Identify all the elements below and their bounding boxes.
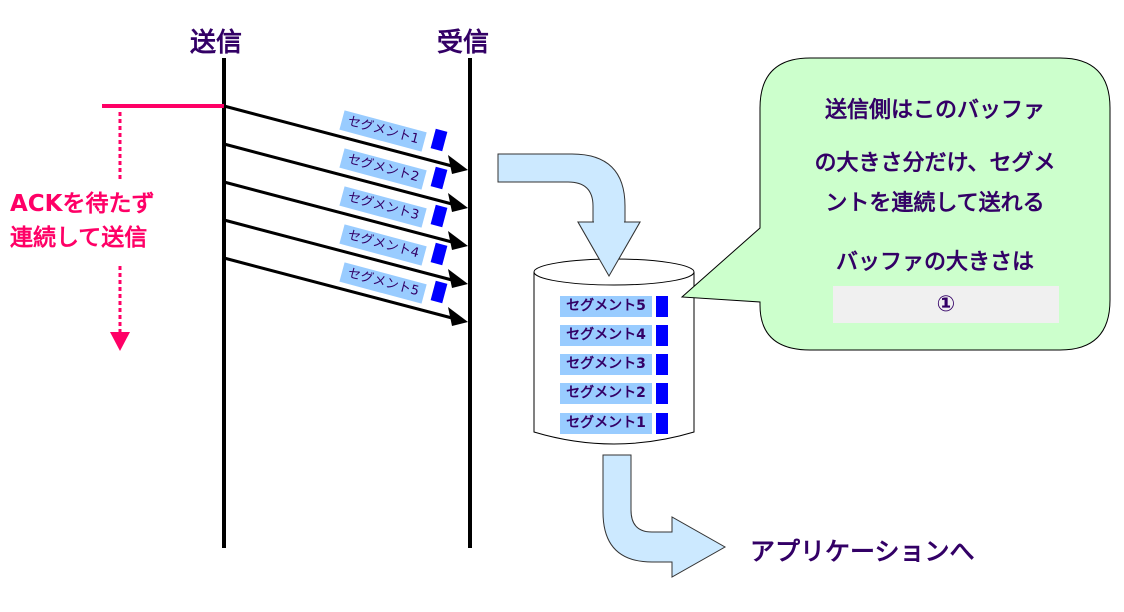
buffer-segment-chip	[656, 413, 668, 434]
segment-arrow	[223, 104, 453, 168]
segment-arrow-head-icon	[448, 231, 468, 250]
segment-arrow-head-icon	[448, 269, 468, 288]
buffer-segment-label: セグメント5	[560, 296, 652, 317]
segment-arrow-head-icon	[448, 155, 468, 174]
buffer-segment-label: セグメント4	[560, 325, 652, 346]
segment-arrow	[223, 142, 453, 206]
callout-line3: ントを連続して送れる	[825, 191, 1045, 216]
sender-header: 送信	[190, 28, 243, 58]
to-application-label: アプリケーションへ	[750, 537, 975, 566]
segment-arrow	[223, 218, 453, 282]
down-arrow-head-icon	[110, 332, 130, 351]
receiver-header: 受信	[437, 28, 490, 58]
segment-arrow	[223, 180, 453, 244]
segment-arrow-head-icon	[448, 193, 468, 212]
buffer-segment-chip	[656, 383, 668, 404]
segment-arrow	[223, 256, 453, 320]
no-ack-note-line1: ACKを待たず	[10, 191, 155, 217]
segment-arrows	[223, 104, 468, 326]
buffer-segment-label: セグメント1	[560, 413, 652, 434]
buffer-segment-chip	[656, 354, 668, 375]
segment-arrow-head-icon	[448, 307, 468, 326]
no-ack-note-line2: 連続して送信	[10, 225, 148, 251]
callout-line2: の大きさ分だけ、セグメ	[814, 151, 1056, 176]
flow-arrow-to-application	[602, 454, 727, 578]
buffer-segment-chip	[656, 325, 668, 346]
callout-question: バッファの大きさは	[835, 250, 1034, 275]
answer-blank-field[interactable]: ①	[833, 286, 1059, 323]
buffer-segment-label: セグメント3	[560, 354, 652, 375]
buffer-segment-chip	[656, 296, 668, 317]
callout-bubble	[680, 57, 1111, 351]
callout-line1: 送信側はこのバッファ	[824, 98, 1045, 123]
buffer-segment-label: セグメント2	[560, 383, 652, 404]
